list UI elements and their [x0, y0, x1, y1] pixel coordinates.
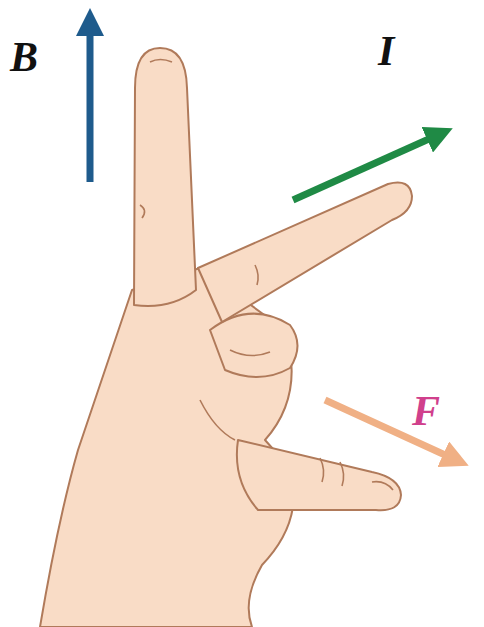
middle-finger [198, 183, 412, 323]
field-label: B [10, 36, 38, 78]
b-arrow [87, 22, 94, 182]
i-arrow [293, 134, 440, 200]
thumb [237, 440, 401, 510]
creases [140, 60, 393, 491]
current-label: I [378, 30, 394, 72]
force-label: F [412, 390, 440, 432]
curled-fingers [210, 314, 298, 377]
index-finger [134, 48, 196, 306]
